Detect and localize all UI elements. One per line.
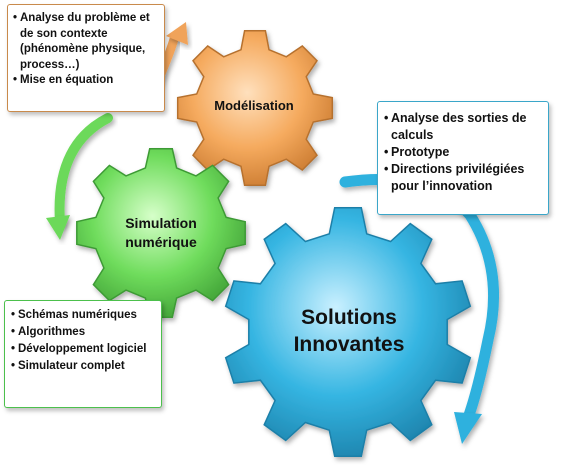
modelisation-gear [176, 29, 334, 187]
simulation-item: Algorithmes [11, 324, 155, 341]
simulation-item: Simulateur complet [11, 358, 155, 375]
solutions-label-line-2: Innovantes [293, 333, 405, 356]
simulation-gear [76, 148, 246, 318]
solutions-item: Directions privilégiées pour l’innovatio… [384, 161, 542, 195]
solutions-gear [224, 206, 472, 458]
solutions-details-box: Analyse des sorties de calculs Prototype… [377, 101, 549, 215]
simulation-details-box: Schémas numériques Algorithmes Développe… [4, 300, 162, 408]
arrow-green [46, 113, 113, 240]
solutions-label: Solutions Innovantes [254, 304, 444, 358]
simulation-label-line-2: numérique [125, 234, 197, 250]
simulation-label: Simulation numérique [104, 214, 218, 252]
modelisation-details-box: Analyse du problème et de son contexte (… [7, 4, 165, 112]
simulation-item: Développement logiciel [11, 341, 155, 358]
solutions-item: Analyse des sorties de calculs [384, 110, 542, 144]
solutions-label-line-1: Solutions [301, 306, 397, 329]
solutions-item: Prototype [384, 144, 542, 161]
modelisation-item: Analyse du problème et de son contexte (… [13, 11, 159, 73]
modelisation-item: Mise en équation [13, 73, 159, 89]
modelisation-label: Modélisation [214, 98, 294, 113]
simulation-item: Schémas numériques [11, 307, 155, 324]
simulation-label-line-1: Simulation [125, 215, 197, 231]
